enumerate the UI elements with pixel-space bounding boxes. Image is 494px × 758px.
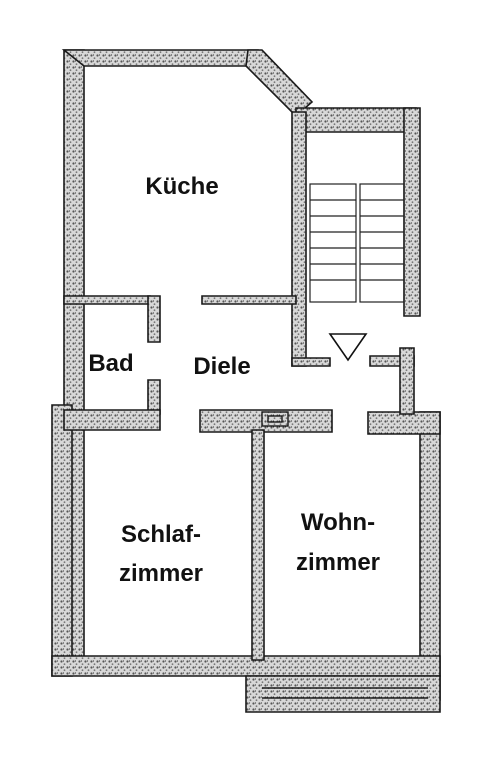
windows [261,411,428,699]
room-label-living-line2: zimmer [296,549,380,576]
room-label-bath: Bad [88,350,133,377]
room-label-hall: Diele [193,353,250,380]
room-label-bedroom-line2: zimmer [119,560,203,587]
room-label-bedroom-line1: Schlaf- [121,521,201,548]
room-label-kitchen: Küche [145,173,218,200]
staircase-icon [309,183,405,303]
inner-walls [63,295,441,661]
entrance-triangle-icon [328,333,368,362]
outer-walls [51,49,441,713]
room-label-living-line1: Wohn- [301,509,375,536]
